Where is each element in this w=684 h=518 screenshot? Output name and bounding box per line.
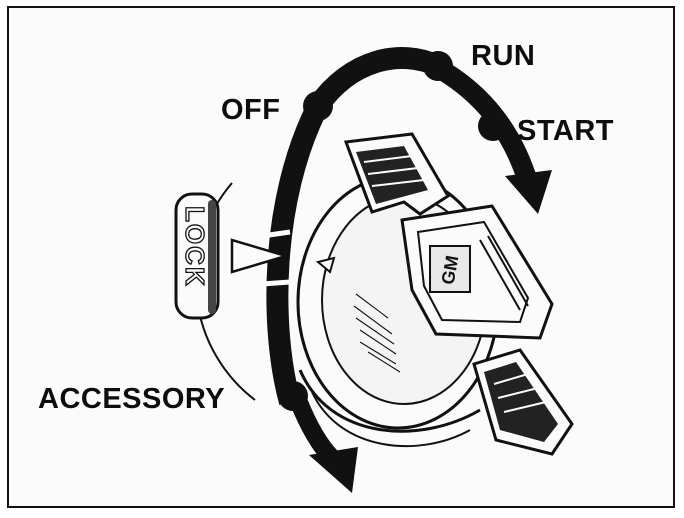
accessory-arrowhead [309,447,358,493]
cylinder-lower-band [298,369,481,433]
rotation-band [266,47,443,405]
lock-tab [174,192,220,320]
off-position-dot [303,91,333,121]
upper-grip-ridges [363,155,425,187]
band-gap-2 [261,279,291,287]
key-emblem-box [429,245,471,293]
lower-grip-ridges [493,373,547,413]
run-label: RUN [471,40,536,72]
start-label: START [517,115,615,147]
cylinder-lower-band-2 [311,391,471,447]
accessory-label: ACCESSORY [38,383,226,415]
off-label: OFF [221,94,281,126]
accessory-arrow-band [289,396,339,465]
cylinder-notch [315,256,336,274]
key-body-slots [479,235,529,311]
accessory-position-dot [278,381,308,411]
start-arrowhead [505,170,552,214]
band-gap-1 [261,229,291,239]
run-position-dot [423,51,453,81]
key-emblem-text: GM [438,254,463,286]
lock-label: LOCK [180,206,210,288]
pointer-triangle-icon [230,238,291,274]
cylinder-hatching [353,293,401,373]
lock-tab-shadow [208,200,216,314]
start-position-dot [478,111,508,141]
